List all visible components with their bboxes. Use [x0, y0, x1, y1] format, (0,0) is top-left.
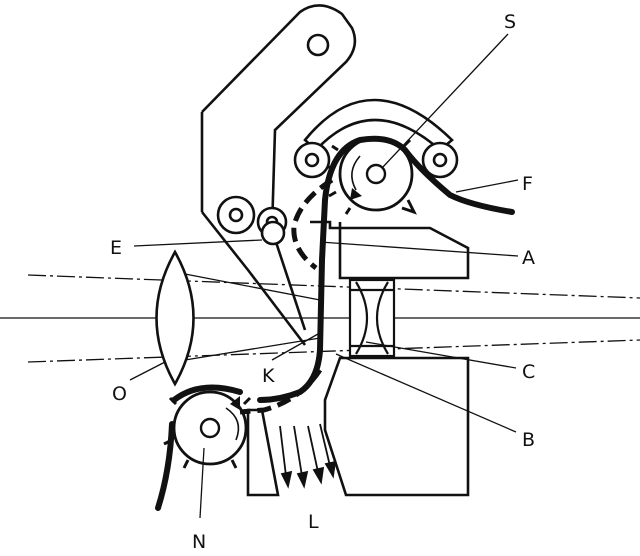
arm-pivot-hole — [306, 33, 330, 57]
film-lower-wrap — [171, 384, 243, 403]
label-k: K — [262, 365, 275, 387]
label-b: B — [522, 429, 535, 451]
light-ray-4 — [319, 423, 331, 467]
guide-rollers — [216, 141, 459, 246]
leader-s — [381, 33, 509, 169]
leader-o — [129, 361, 166, 381]
roller-right-top-hub — [432, 152, 448, 168]
roller-e-large-hub — [228, 207, 244, 223]
leader-f — [455, 179, 519, 193]
light-ray-1 — [279, 425, 287, 477]
gate-housing — [246, 220, 470, 497]
upper-sprocket-rotation-arrow — [351, 155, 361, 191]
beam-lower-converge — [184, 337, 321, 361]
light-ray-3 — [307, 425, 319, 473]
label-a: A — [522, 247, 535, 269]
light-ray-1-head — [280, 470, 293, 489]
housing-lower-block — [323, 356, 470, 497]
upper-loop-dashed — [291, 177, 334, 270]
film-lower-exit — [155, 421, 175, 511]
label-s: S — [504, 11, 516, 33]
label-f: F — [522, 173, 533, 195]
label-l: L — [308, 511, 319, 533]
claw-arm — [201, 4, 357, 331]
light-ray-2 — [293, 425, 303, 477]
lower-sprocket-rotation-arrow — [225, 407, 240, 441]
leader-a — [319, 241, 519, 257]
label-o: O — [112, 383, 127, 405]
condenser-element — [355, 281, 389, 355]
light-ray-4-head — [324, 460, 337, 479]
roller-left-top-hub — [304, 152, 320, 168]
lower-beam-line — [27, 339, 640, 363]
label-c: C — [522, 361, 535, 383]
housing-upper-plate — [310, 220, 470, 280]
light-ray-3-head — [312, 466, 325, 485]
claw-arm-lower — [200, 211, 307, 346]
housing-left-foot — [246, 408, 280, 497]
upper-sprocket-arrowhead — [350, 188, 362, 200]
label-n: N — [192, 531, 206, 553]
light-rays — [279, 423, 337, 489]
film-loop-dashed — [239, 177, 334, 415]
light-ray-2-head — [296, 470, 309, 489]
leader-lines — [129, 33, 519, 519]
beam-upper-converge — [184, 273, 321, 301]
roller-a — [260, 220, 286, 246]
objective-lens — [155, 249, 195, 387]
upper-sprocket-hub — [365, 163, 387, 185]
label-e: E — [110, 237, 122, 259]
condenser-lens — [348, 278, 396, 358]
leader-e — [133, 239, 263, 247]
leader-k — [271, 333, 319, 361]
leader-n — [199, 447, 205, 519]
lower-sprocket-hub — [199, 417, 221, 439]
leader-c — [365, 341, 517, 369]
leader-b — [335, 353, 517, 433]
lower-loop-dashed — [239, 368, 323, 415]
upper-beam-line — [27, 274, 640, 299]
lower-sprocket — [163, 390, 252, 469]
lower-sprocket-arrowhead — [230, 396, 240, 410]
